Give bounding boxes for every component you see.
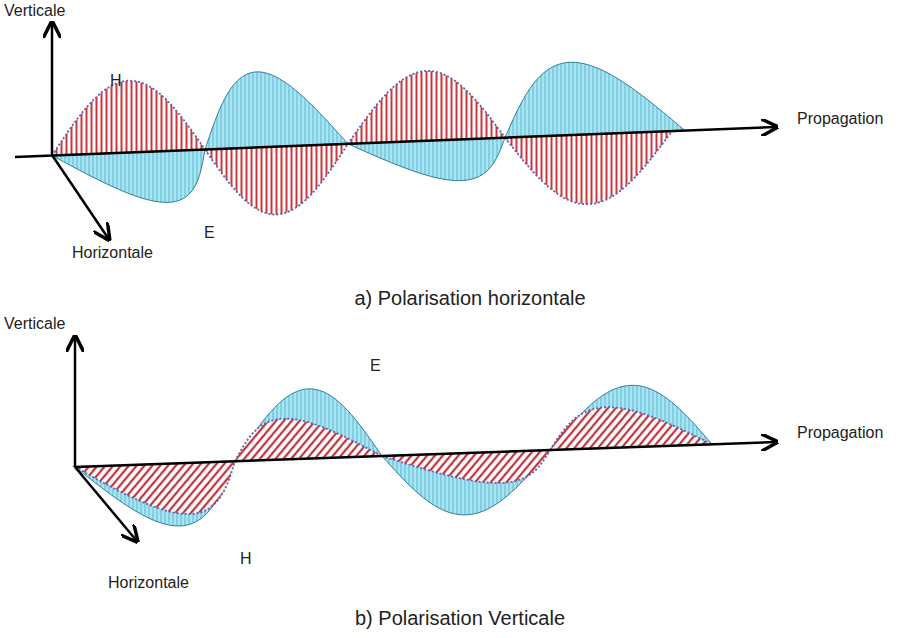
axis-label: Propagation (797, 424, 883, 442)
e-field-lobe (505, 62, 685, 137)
field-label: H (110, 72, 122, 90)
h-field-lobe (75, 461, 235, 514)
h-field-lobe (505, 131, 672, 204)
horizontal-axis (75, 467, 136, 540)
horizontal-axis (52, 155, 108, 238)
vertical-axis (74, 338, 77, 467)
caption-label: a) Polarisation horizontale (354, 287, 585, 310)
vertical-axis (51, 24, 54, 155)
e-field-lobe (205, 72, 348, 150)
h-field-lobe (550, 407, 712, 450)
e-field-lobe (52, 150, 205, 203)
e-field-lobe (75, 461, 235, 526)
propagation-axis (15, 127, 775, 157)
h-field-lobe (235, 419, 382, 462)
field-label: E (370, 357, 381, 375)
e-field-lobe (382, 450, 550, 515)
axis-label: Propagation (797, 110, 883, 128)
propagation-axis (75, 442, 775, 467)
h-field-lobe (52, 81, 205, 156)
axis-label: Horizontale (108, 574, 189, 592)
axis-label: Horizontale (72, 244, 153, 262)
h-field-lobe (348, 71, 505, 144)
e-field-lobe (235, 389, 382, 461)
e-field-lobe (550, 385, 712, 450)
h-field-lobe (205, 144, 348, 215)
caption-label: b) Polarisation Verticale (355, 607, 565, 630)
field-label: H (240, 550, 252, 568)
axis-label: Verticale (4, 315, 65, 333)
field-label: E (204, 224, 215, 242)
axis-label: Verticale (4, 2, 65, 20)
